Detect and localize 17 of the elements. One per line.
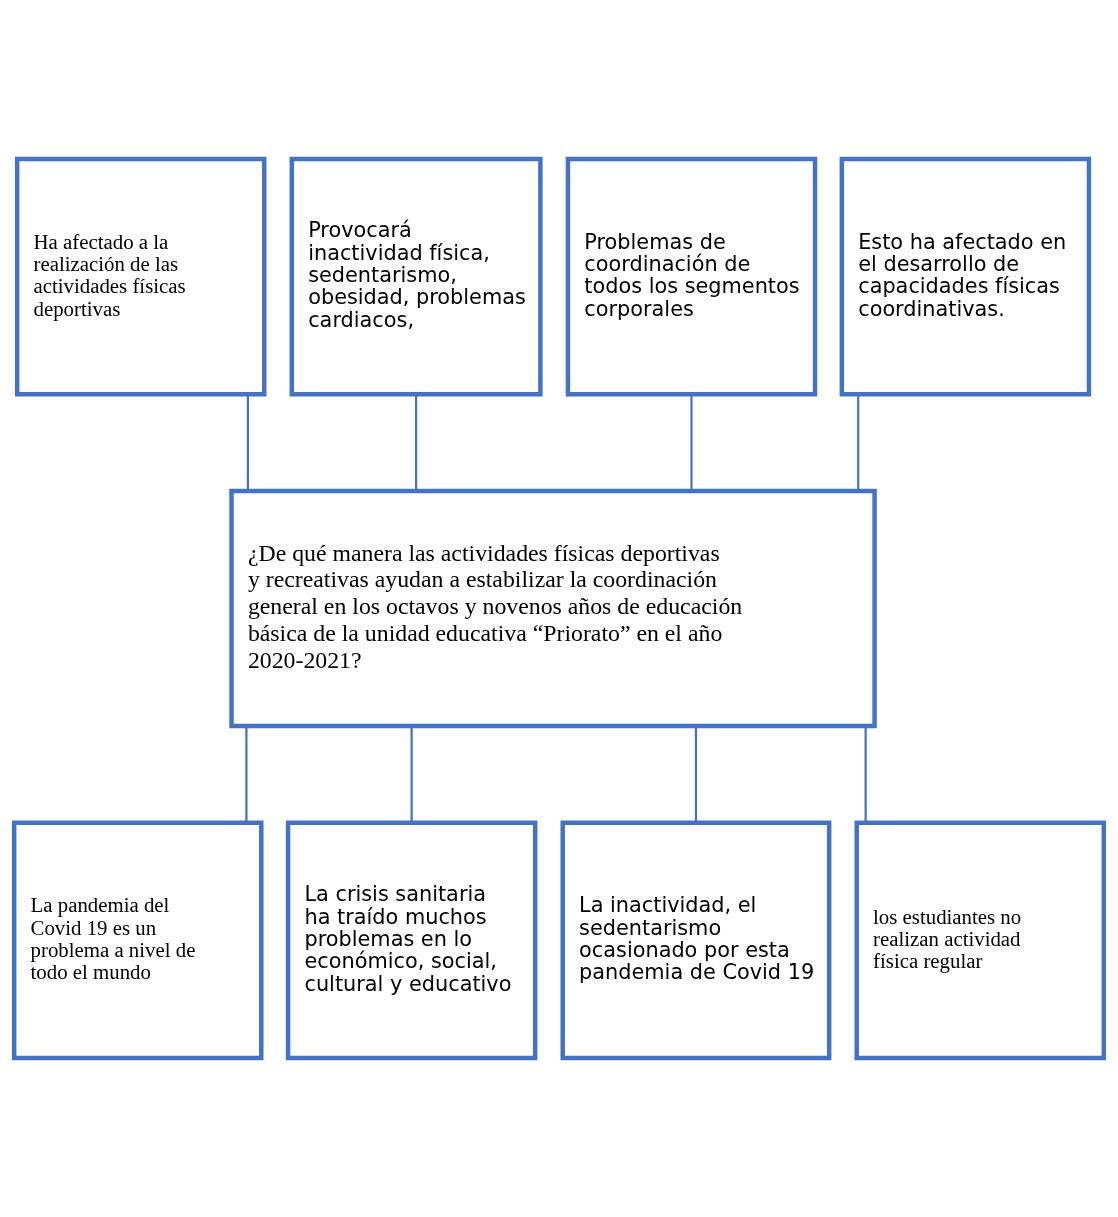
node-box: Provocará inactividad física, sedentarismo, obesidad, problemas cardiacos, <box>289 156 543 397</box>
node-box: La crisis sanitaria ha traído muchos problemas en lo económico, social, cultural y educativo <box>285 820 538 1061</box>
node-box: La pandemia del Covid 19 es un problema a nivel de todo el mundo <box>11 820 264 1061</box>
connector <box>694 726 698 823</box>
connector <box>410 726 413 823</box>
connector <box>415 394 418 491</box>
node-box: los estudiantes no realizan actividad física regular <box>854 820 1107 1061</box>
connector <box>857 394 860 491</box>
node-box: Problemas de coordinación de todos los segmentos corporales <box>565 156 818 397</box>
node-box: La inactividad, el sedentarismo ocasionado por esta pandemia de Covid 19 <box>560 820 832 1061</box>
connector <box>690 394 693 491</box>
connector <box>245 726 248 823</box>
node-box: ¿De qué manera las actividades físicas deportivas y recreativas ayudan a estabilizar la coordinación general en los octavos y novenos años de educación básica de la unidad educativa “Priorato” en el año 2020-2021? <box>229 488 877 729</box>
connector <box>864 726 867 823</box>
node-box: Esto ha afectado en el desarrollo de capacidades físicas coordinativas. <box>839 156 1092 397</box>
node-box: Ha afectado a la realización de las actividades físicas deportivas <box>14 156 267 397</box>
connector <box>246 394 249 491</box>
